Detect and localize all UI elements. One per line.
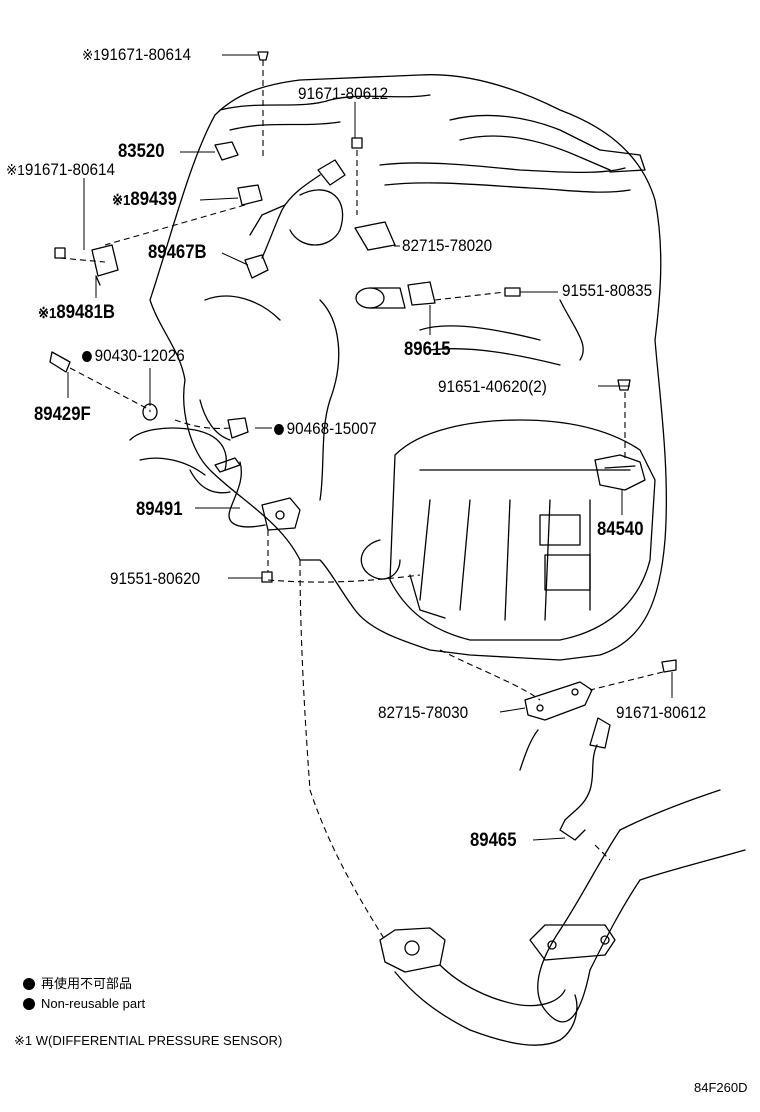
part-label-p15: 89491	[136, 499, 183, 520]
part-label-p18: 82715-78030	[378, 703, 469, 722]
figure-code: 84F260D	[694, 1080, 748, 1095]
part-label-p14: 90468-15007	[274, 420, 377, 437]
part-label-p1: ※191671-80614	[82, 45, 192, 64]
legend-en: Non-reusable part	[41, 996, 146, 1011]
part-label-p10: 89615	[404, 339, 451, 360]
part-label-p19: 91671-80612	[616, 703, 707, 722]
part-label-p5: ※189439	[112, 189, 177, 210]
footnote: ※1 W(DIFFERENTIAL PRESSURE SENSOR)	[14, 1033, 283, 1048]
part-label-p7: 82715-78020	[402, 236, 493, 255]
part-label-p8: 91551-80835	[562, 281, 653, 300]
part-label-p9: ※189481B	[38, 302, 115, 323]
part-label-p20: 89465	[470, 830, 517, 851]
part-label-p13: 89429F	[34, 404, 91, 425]
legend-jp: 再使用不可部品	[41, 976, 133, 991]
part-label-p16: 84540	[597, 519, 644, 540]
transmission-case	[389, 419, 656, 641]
part-label-p3: 83520	[118, 141, 165, 162]
engine-outline	[149, 74, 668, 661]
part-label-p17: 91551-80620	[110, 569, 201, 588]
part-label-p12: 91651-40620(2)	[438, 377, 547, 396]
part-label-p6: 89467B	[148, 242, 207, 263]
exhaust-pipe	[619, 789, 721, 831]
part-label-p11: 90430-12026	[82, 347, 185, 364]
part-label-p2: 91671-80612	[298, 84, 389, 103]
part-label-p4: ※191671-80614	[6, 160, 116, 179]
